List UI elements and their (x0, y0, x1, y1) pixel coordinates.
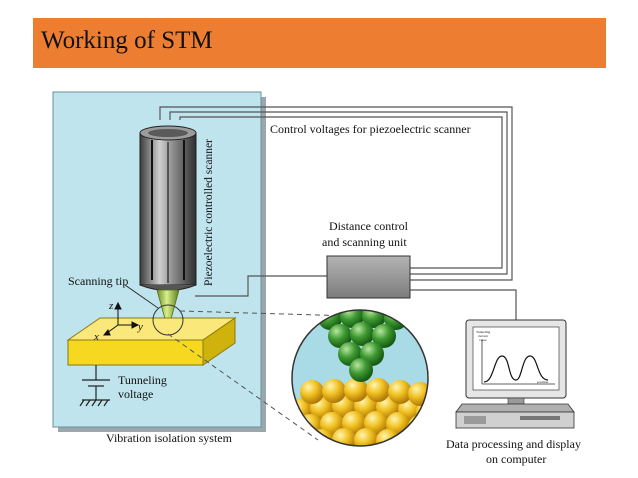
page-title: Working of STM (41, 27, 213, 54)
data-processing-label-2: on computer (486, 452, 546, 466)
screen-ylabel-3: value (479, 338, 487, 342)
scanning-tip (156, 289, 180, 332)
scanning-tip-label: Scanning tip (68, 274, 128, 288)
piezo-scanner-label: Piezoelectric controlled scanner (203, 139, 215, 286)
screen-xlabel: position (537, 380, 549, 384)
monitor-stand (507, 397, 525, 405)
tunneling-current-curve (483, 355, 549, 383)
tip-zoom-marker (152, 304, 184, 336)
axis-y-label: y (137, 321, 143, 333)
coordinate-axes (102, 301, 140, 336)
computer-tower (455, 403, 575, 413)
atomic-zoom-view (292, 310, 428, 446)
vibration-isolation-label: Vibration isolation system (106, 431, 233, 445)
piezo-scanner (139, 125, 197, 291)
tunneling-voltage-symbol (79, 365, 110, 407)
tunneling-voltage-label-2: voltage (118, 387, 153, 401)
control-wires (159, 106, 517, 322)
axis-x-label: x (93, 331, 99, 343)
distance-control-label-2: and scanning unit (322, 235, 407, 249)
screen-ylabel-1: Tunneling (476, 330, 491, 334)
scanning-tip-pointer (124, 284, 159, 309)
computer (455, 319, 575, 429)
sample-block (66, 317, 237, 366)
zoom-circle-border (291, 309, 429, 447)
title-bar: Working of STM (33, 18, 606, 68)
zoom-projection-lines (167, 310, 353, 441)
tunneling-voltage-label-1: Tunneling (118, 373, 167, 387)
axis-z-label: z (108, 300, 114, 312)
data-processing-label-1: Data processing and display (446, 437, 581, 451)
distance-control-unit (326, 255, 411, 299)
distance-control-label-1: Distance control (329, 219, 409, 233)
control-voltages-label: Control voltages for piezoelectric scann… (270, 122, 471, 136)
screen-ylabel-2: current (478, 334, 488, 338)
